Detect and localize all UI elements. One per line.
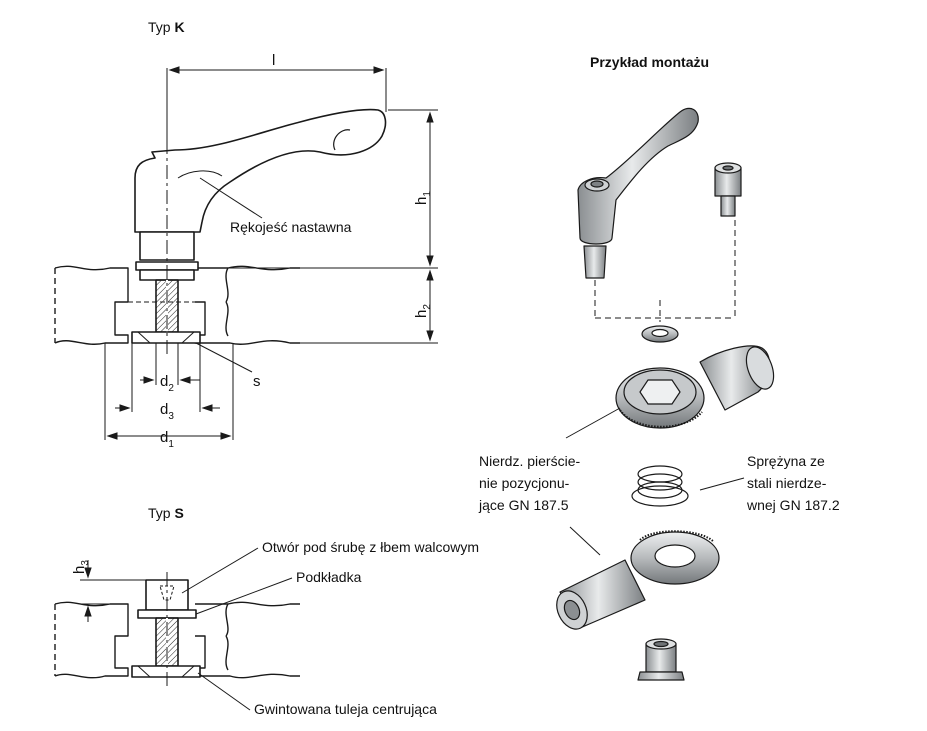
typ-s-title: Typ S bbox=[148, 505, 184, 521]
lever-3d bbox=[577, 107, 699, 245]
svg-text:h2: h2 bbox=[413, 304, 433, 318]
typ-s-dimensions bbox=[80, 547, 293, 711]
svg-text:Nierdz. pierście-: Nierdz. pierście- bbox=[479, 453, 580, 469]
svg-text:nie pozycjonu-: nie pozycjonu- bbox=[479, 475, 570, 491]
svg-text:wnej GN 187.2: wnej GN 187.2 bbox=[746, 497, 840, 513]
handle-outline-k bbox=[134, 108, 387, 233]
dim-d2-label: d2 bbox=[160, 373, 174, 394]
svg-text:h1: h1 bbox=[413, 191, 433, 205]
svg-text:jące GN 187.5: jące GN 187.5 bbox=[478, 497, 569, 513]
threaded-bushing bbox=[637, 638, 685, 681]
dim-l-label: l bbox=[272, 52, 275, 69]
bushing-label: Gwintowana tuleja centrująca bbox=[254, 701, 437, 717]
washer-label: Podkładka bbox=[296, 569, 362, 585]
typ-k-drawing bbox=[54, 108, 387, 358]
spring-label: Sprężyna ze stali nierdze- wnej GN 187.2 bbox=[746, 453, 840, 513]
dim-d1-label: d1 bbox=[160, 429, 174, 450]
screw-hole-label: Otwór pod śrubę z łbem walcowym bbox=[262, 539, 479, 555]
dim-h3-label: h3 bbox=[71, 560, 91, 574]
mounting-example-title: Przykład montażu bbox=[590, 54, 709, 70]
typ-k-title: Typ K bbox=[148, 19, 185, 35]
cap-screw bbox=[714, 162, 742, 217]
spring bbox=[631, 465, 689, 507]
svg-text:h3: h3 bbox=[71, 560, 91, 574]
dim-h1-label: h1 bbox=[413, 191, 433, 205]
svg-text:stali nierdze-: stali nierdze- bbox=[747, 475, 827, 491]
mounting-example bbox=[556, 107, 775, 681]
handle-label: Rękojeść nastawna bbox=[230, 219, 352, 235]
dim-h2-label: h2 bbox=[413, 304, 433, 318]
dim-s-label: s bbox=[253, 373, 261, 390]
positioning-ring-upper bbox=[615, 345, 775, 429]
svg-text:Sprężyna ze: Sprężyna ze bbox=[747, 453, 825, 469]
positioning-ring-lower bbox=[556, 530, 720, 630]
typ-s-drawing bbox=[54, 572, 300, 690]
dim-d3-label: d3 bbox=[160, 401, 174, 422]
typ-k-dimensions bbox=[104, 66, 438, 440]
ring-label: Nierdz. pierście- nie pozycjonu- jące GN… bbox=[478, 453, 580, 513]
